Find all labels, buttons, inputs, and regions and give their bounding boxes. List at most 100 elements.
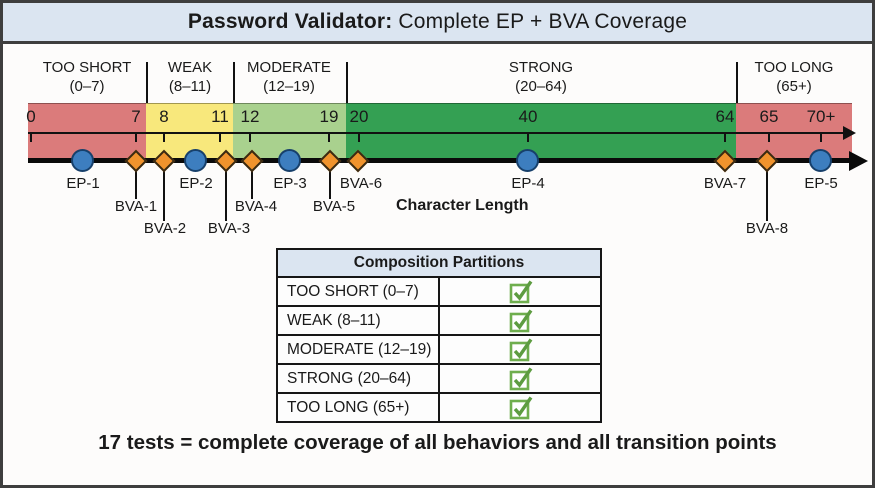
ep5-circle-marker — [809, 149, 832, 172]
axis-tick-label: 20 — [349, 107, 369, 126]
checked-checkbox-icon — [509, 367, 532, 391]
table-row: TOO SHORT (0–7) — [276, 276, 602, 307]
page-title-bold: Password Validator: — [187, 10, 393, 33]
number-line-arrowhead-icon — [849, 151, 868, 171]
axis-tick — [724, 134, 726, 142]
ep4-label: EP-4 — [511, 175, 545, 192]
bva6-label: BVA-6 — [339, 175, 383, 192]
partition-range: (0–7) — [69, 78, 105, 95]
axis-tick-label: 40 — [518, 107, 538, 126]
table-header-row: Composition Partitions — [276, 248, 602, 278]
row-label: MODERATE (12–19) — [276, 334, 440, 365]
ep1-circle-marker — [71, 149, 94, 172]
axis-tick-label: 65 — [759, 107, 779, 126]
partition-label-too-short: TOO SHORT (0–7) — [43, 58, 132, 96]
row-check-cell — [438, 363, 602, 394]
ep2-circle-marker — [184, 149, 207, 172]
axis-tick — [527, 134, 529, 142]
row-label: TOO LONG (65+) — [276, 392, 440, 423]
bva1-label: BVA-1 — [114, 198, 158, 215]
axis-tick — [768, 134, 770, 142]
partition-label-strong: STRONG (20–64) — [509, 58, 573, 96]
axis-tick-label: 19 — [319, 107, 339, 126]
partition-name: STRONG — [508, 59, 574, 76]
composition-partitions-table: Composition Partitions TOO SHORT (0–7) W… — [276, 248, 602, 423]
bva7-label: BVA-7 — [703, 175, 747, 192]
axis-tick-label: 12 — [240, 107, 260, 126]
partition-divider — [146, 62, 148, 137]
partition-label-weak: WEAK (8–11) — [168, 58, 212, 96]
axis-tick-label: 70+ — [806, 107, 836, 126]
bar-segment-too-short — [28, 103, 146, 158]
partition-divider — [346, 62, 348, 137]
axis-tick-label: 7 — [131, 107, 141, 126]
axis-tick — [249, 134, 251, 142]
leader-line — [163, 171, 165, 221]
bva8-label: BVA-8 — [745, 220, 789, 237]
bar-segment-weak — [146, 103, 233, 158]
axis-tick — [163, 134, 165, 142]
leader-line — [135, 171, 137, 199]
axis-tick-label: 64 — [715, 107, 735, 126]
page-title: Complete EP + BVA Coverage — [398, 10, 688, 33]
table-row: TOO LONG (65+) — [276, 392, 602, 423]
axis-tick — [328, 134, 330, 142]
bva3-label: BVA-3 — [207, 220, 251, 237]
partition-divider — [233, 62, 235, 137]
row-check-cell — [438, 334, 602, 365]
table-row: MODERATE (12–19) — [276, 334, 602, 365]
axis-line — [28, 132, 844, 134]
ep1-label: EP-1 — [66, 175, 100, 192]
bar-segment-strong — [346, 103, 736, 158]
row-check-cell — [438, 276, 602, 307]
leader-line — [329, 171, 331, 199]
partition-range: (12–19) — [263, 78, 315, 95]
bar-segment-moderate — [233, 103, 346, 158]
row-label: TOO SHORT (0–7) — [276, 276, 440, 307]
ep3-label: EP-3 — [273, 175, 307, 192]
table-title: Composition Partitions — [276, 248, 602, 278]
partition-name: TOO LONG — [754, 59, 834, 76]
partition-name: MODERATE — [247, 59, 331, 76]
partition-label-too-long: TOO LONG (65+) — [755, 58, 834, 96]
axis-tick — [219, 134, 221, 142]
ep4-circle-marker — [516, 149, 539, 172]
number-line — [28, 158, 851, 163]
axis-tick-label: 0 — [26, 107, 36, 126]
partition-range: (8–11) — [168, 78, 212, 95]
row-check-cell — [438, 305, 602, 336]
bva5-label: BVA-5 — [312, 198, 356, 215]
checked-checkbox-icon — [509, 396, 532, 420]
axis-tick-label: 11 — [211, 107, 229, 126]
checked-checkbox-icon — [509, 338, 532, 362]
leader-line — [251, 171, 253, 199]
bar-segment-too-long — [736, 103, 852, 158]
ep3-circle-marker — [278, 149, 301, 172]
partition-divider — [736, 62, 738, 137]
row-label: STRONG (20–64) — [276, 363, 440, 394]
axis-tick — [358, 134, 360, 142]
checked-checkbox-icon — [509, 280, 532, 304]
partition-name: TOO SHORT — [42, 59, 132, 76]
row-check-cell — [438, 392, 602, 423]
leader-line — [225, 171, 227, 221]
checked-checkbox-icon — [509, 309, 532, 333]
axis-tick-label: 8 — [159, 107, 169, 126]
header-bar: Password Validator: Complete EP + BVA Co… — [3, 3, 872, 44]
partition-range: (65+) — [776, 78, 812, 95]
table-row: STRONG (20–64) — [276, 363, 602, 394]
bva4-label: BVA-4 — [234, 198, 278, 215]
axis-caption: Character Length — [396, 197, 529, 214]
partition-range: (20–64) — [515, 78, 567, 95]
axis-tick — [820, 134, 822, 142]
axis-tick — [30, 134, 32, 142]
table-row: WEAK (8–11) — [276, 305, 602, 336]
row-label: WEAK (8–11) — [276, 305, 440, 336]
summary-note: 17 tests = complete coverage of all beha… — [98, 431, 777, 454]
axis-tick — [135, 134, 137, 142]
ep2-label: EP-2 — [179, 175, 213, 192]
bva2-label: BVA-2 — [143, 220, 187, 237]
axis-arrowhead-icon — [843, 126, 856, 140]
partition-name: WEAK — [167, 59, 213, 76]
